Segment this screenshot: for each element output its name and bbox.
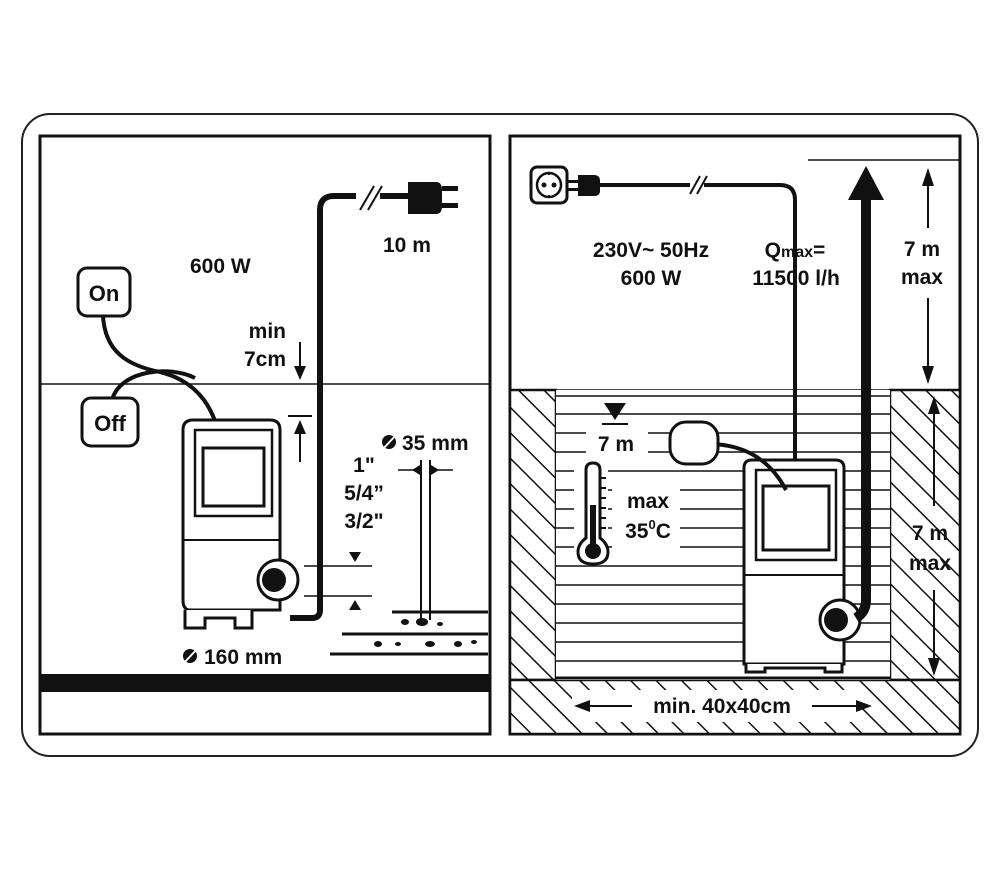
float-switch-right — [668, 420, 720, 466]
min-level-arrowhead-top — [294, 366, 306, 380]
hose-break-2 — [367, 185, 383, 211]
cable-break-2 — [696, 175, 708, 195]
on-switch-box — [76, 266, 132, 318]
temp-value: 35 — [625, 520, 649, 543]
on-switch-label: On — [89, 281, 120, 306]
shaft-size-arrowhead-left — [574, 700, 590, 712]
pump-right — [742, 458, 862, 674]
shaft-wall-left — [508, 388, 558, 682]
power-label-right: 600 W — [621, 267, 682, 290]
discharge-hose-left — [290, 193, 356, 621]
min-level-arrowhead-bottom — [294, 420, 306, 434]
outlet-size-3: 3/2" — [344, 510, 383, 533]
plug-icon — [408, 182, 458, 214]
pump-diameter-label: 160 mm — [204, 646, 282, 669]
particle-arrowhead-left — [412, 465, 420, 475]
particle-arrowhead-right — [431, 465, 439, 475]
lift-height-label-1: 7 m — [904, 238, 940, 261]
diameter-icon — [381, 433, 398, 451]
flow-arrowhead — [848, 166, 884, 200]
temp-label-1: max — [627, 490, 669, 513]
particle-size-label: 35 mm — [402, 432, 469, 455]
outlet-size-2: 5/4” — [344, 482, 384, 505]
thermometer-icon — [576, 461, 610, 566]
diameter-icon — [182, 647, 199, 665]
flow-rate-value: 11500 l/h — [752, 267, 840, 290]
flow-equals: = — [813, 239, 825, 262]
voltage-label: 230V~ 50Hz — [593, 239, 709, 262]
hose-break-1 — [359, 185, 375, 211]
left-panel: On Off — [38, 134, 492, 736]
discharge-pipe-right — [853, 196, 871, 623]
temp-unit: C — [656, 520, 671, 543]
float-cable-off — [110, 369, 196, 401]
temp-degree: 0 — [648, 517, 655, 532]
min-level-label-2: 7cm — [244, 348, 286, 371]
depth-arrowhead-top — [928, 396, 940, 414]
temp-label-bg — [612, 486, 680, 548]
cable-break-1 — [689, 175, 701, 195]
min-level-label-1: min — [249, 320, 286, 343]
lift-height-label-2: max — [901, 266, 943, 289]
pump-left — [181, 418, 300, 630]
power-cable-to-pump — [704, 183, 797, 505]
flow-symbol: Q — [765, 239, 781, 262]
plug-icon — [567, 175, 600, 196]
cable-length-label: 10 m — [383, 234, 431, 257]
depth-arrowhead-bottom — [928, 658, 940, 676]
power-label-left: 600 W — [190, 255, 251, 278]
socket-icon — [529, 165, 569, 205]
right-panel: 230V~ 50Hz 600 W Qmax= 11500 l/h 7 m max… — [508, 134, 962, 736]
floor-bar — [40, 674, 490, 692]
temp-label-2: 350C — [625, 517, 671, 543]
flow-subscript: max — [781, 244, 813, 261]
immersion-label-bg — [586, 426, 648, 458]
lift-height-arrowhead-top — [922, 168, 934, 186]
off-switch-box — [80, 396, 140, 448]
depth-label-2: max — [909, 552, 951, 575]
off-switch-label: Off — [94, 411, 126, 436]
shaft-size-arrowhead-right — [856, 700, 872, 712]
outlet-arrowhead-bottom — [349, 600, 361, 610]
immersion-depth-label: 7 m — [598, 433, 634, 456]
lift-height-arrowhead-bottom — [922, 366, 934, 384]
shaft-size-label: min. 40x40cm — [653, 695, 791, 718]
sediment-stones — [374, 618, 477, 647]
flow-rate-label: Qmax= — [765, 239, 826, 262]
depth-label-1: 7 m — [912, 522, 948, 545]
outlet-size-1: 1" — [353, 454, 375, 477]
outlet-arrowhead-top — [349, 552, 361, 562]
water-level-marker — [604, 403, 626, 420]
